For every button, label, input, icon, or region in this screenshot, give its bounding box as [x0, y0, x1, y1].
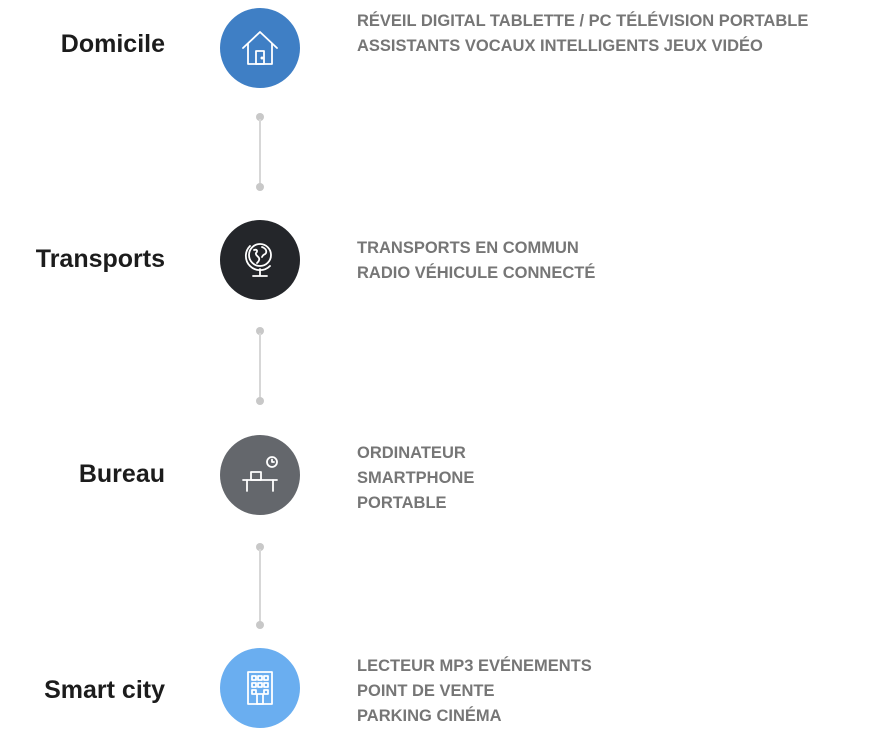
connector-line — [259, 119, 261, 185]
stage-label-transports: Transports — [35, 245, 165, 273]
desc-line: TRANSPORTS EN COMMUN — [357, 239, 579, 257]
desc-line: PORTABLE — [357, 494, 447, 512]
connector-dot — [256, 327, 264, 335]
stage-label-smart-city: Smart city — [44, 676, 165, 704]
house-icon — [242, 31, 278, 65]
stage-circle-domicile — [220, 8, 300, 88]
desc-line: SMARTPHONE — [357, 469, 475, 487]
desc-line: RÉVEIL DIGITAL TABLETTE / PC TÉLÉVISION … — [357, 12, 809, 30]
stage-desc-bureau: ORDINATEUR SMARTPHONE PORTABLE — [357, 441, 474, 516]
stage-circle-bureau — [220, 435, 300, 515]
stage-desc-transports: TRANSPORTS EN COMMUN RADIO VÉHICULE CONN… — [357, 236, 595, 286]
desc-line: ORDINATEUR — [357, 444, 466, 462]
connector-dot — [256, 397, 264, 405]
globe-icon — [244, 243, 272, 277]
stage-desc-domicile: RÉVEIL DIGITAL TABLETTE / PC TÉLÉVISION … — [357, 9, 808, 59]
desc-line: POINT DE VENTE — [357, 682, 495, 700]
stage-label-bureau: Bureau — [78, 460, 165, 488]
connector-dot — [256, 183, 264, 191]
stage-desc-smart-city: LECTEUR MP3 EVÉNEMENTS POINT DE VENTE PA… — [357, 654, 592, 729]
stage-label-domicile: Domicile — [60, 30, 165, 58]
desc-line: PARKING CINÉMA — [357, 707, 502, 725]
desc-line: ASSISTANTS VOCAUX INTELLIGENTS JEUX VIDÉ… — [357, 37, 763, 55]
building-icon — [247, 671, 273, 705]
connector-line — [259, 549, 261, 623]
connector-dot — [256, 621, 264, 629]
desc-line: LECTEUR MP3 EVÉNEMENTS — [357, 657, 592, 675]
desc-line: RADIO VÉHICULE CONNECTÉ — [357, 264, 596, 282]
stage-circle-smart-city — [220, 648, 300, 728]
desk-clock-icon — [242, 456, 278, 492]
connector-dot — [256, 543, 264, 551]
connector-dot — [256, 113, 264, 121]
stage-circle-transports — [220, 220, 300, 300]
connector-line — [259, 333, 261, 399]
